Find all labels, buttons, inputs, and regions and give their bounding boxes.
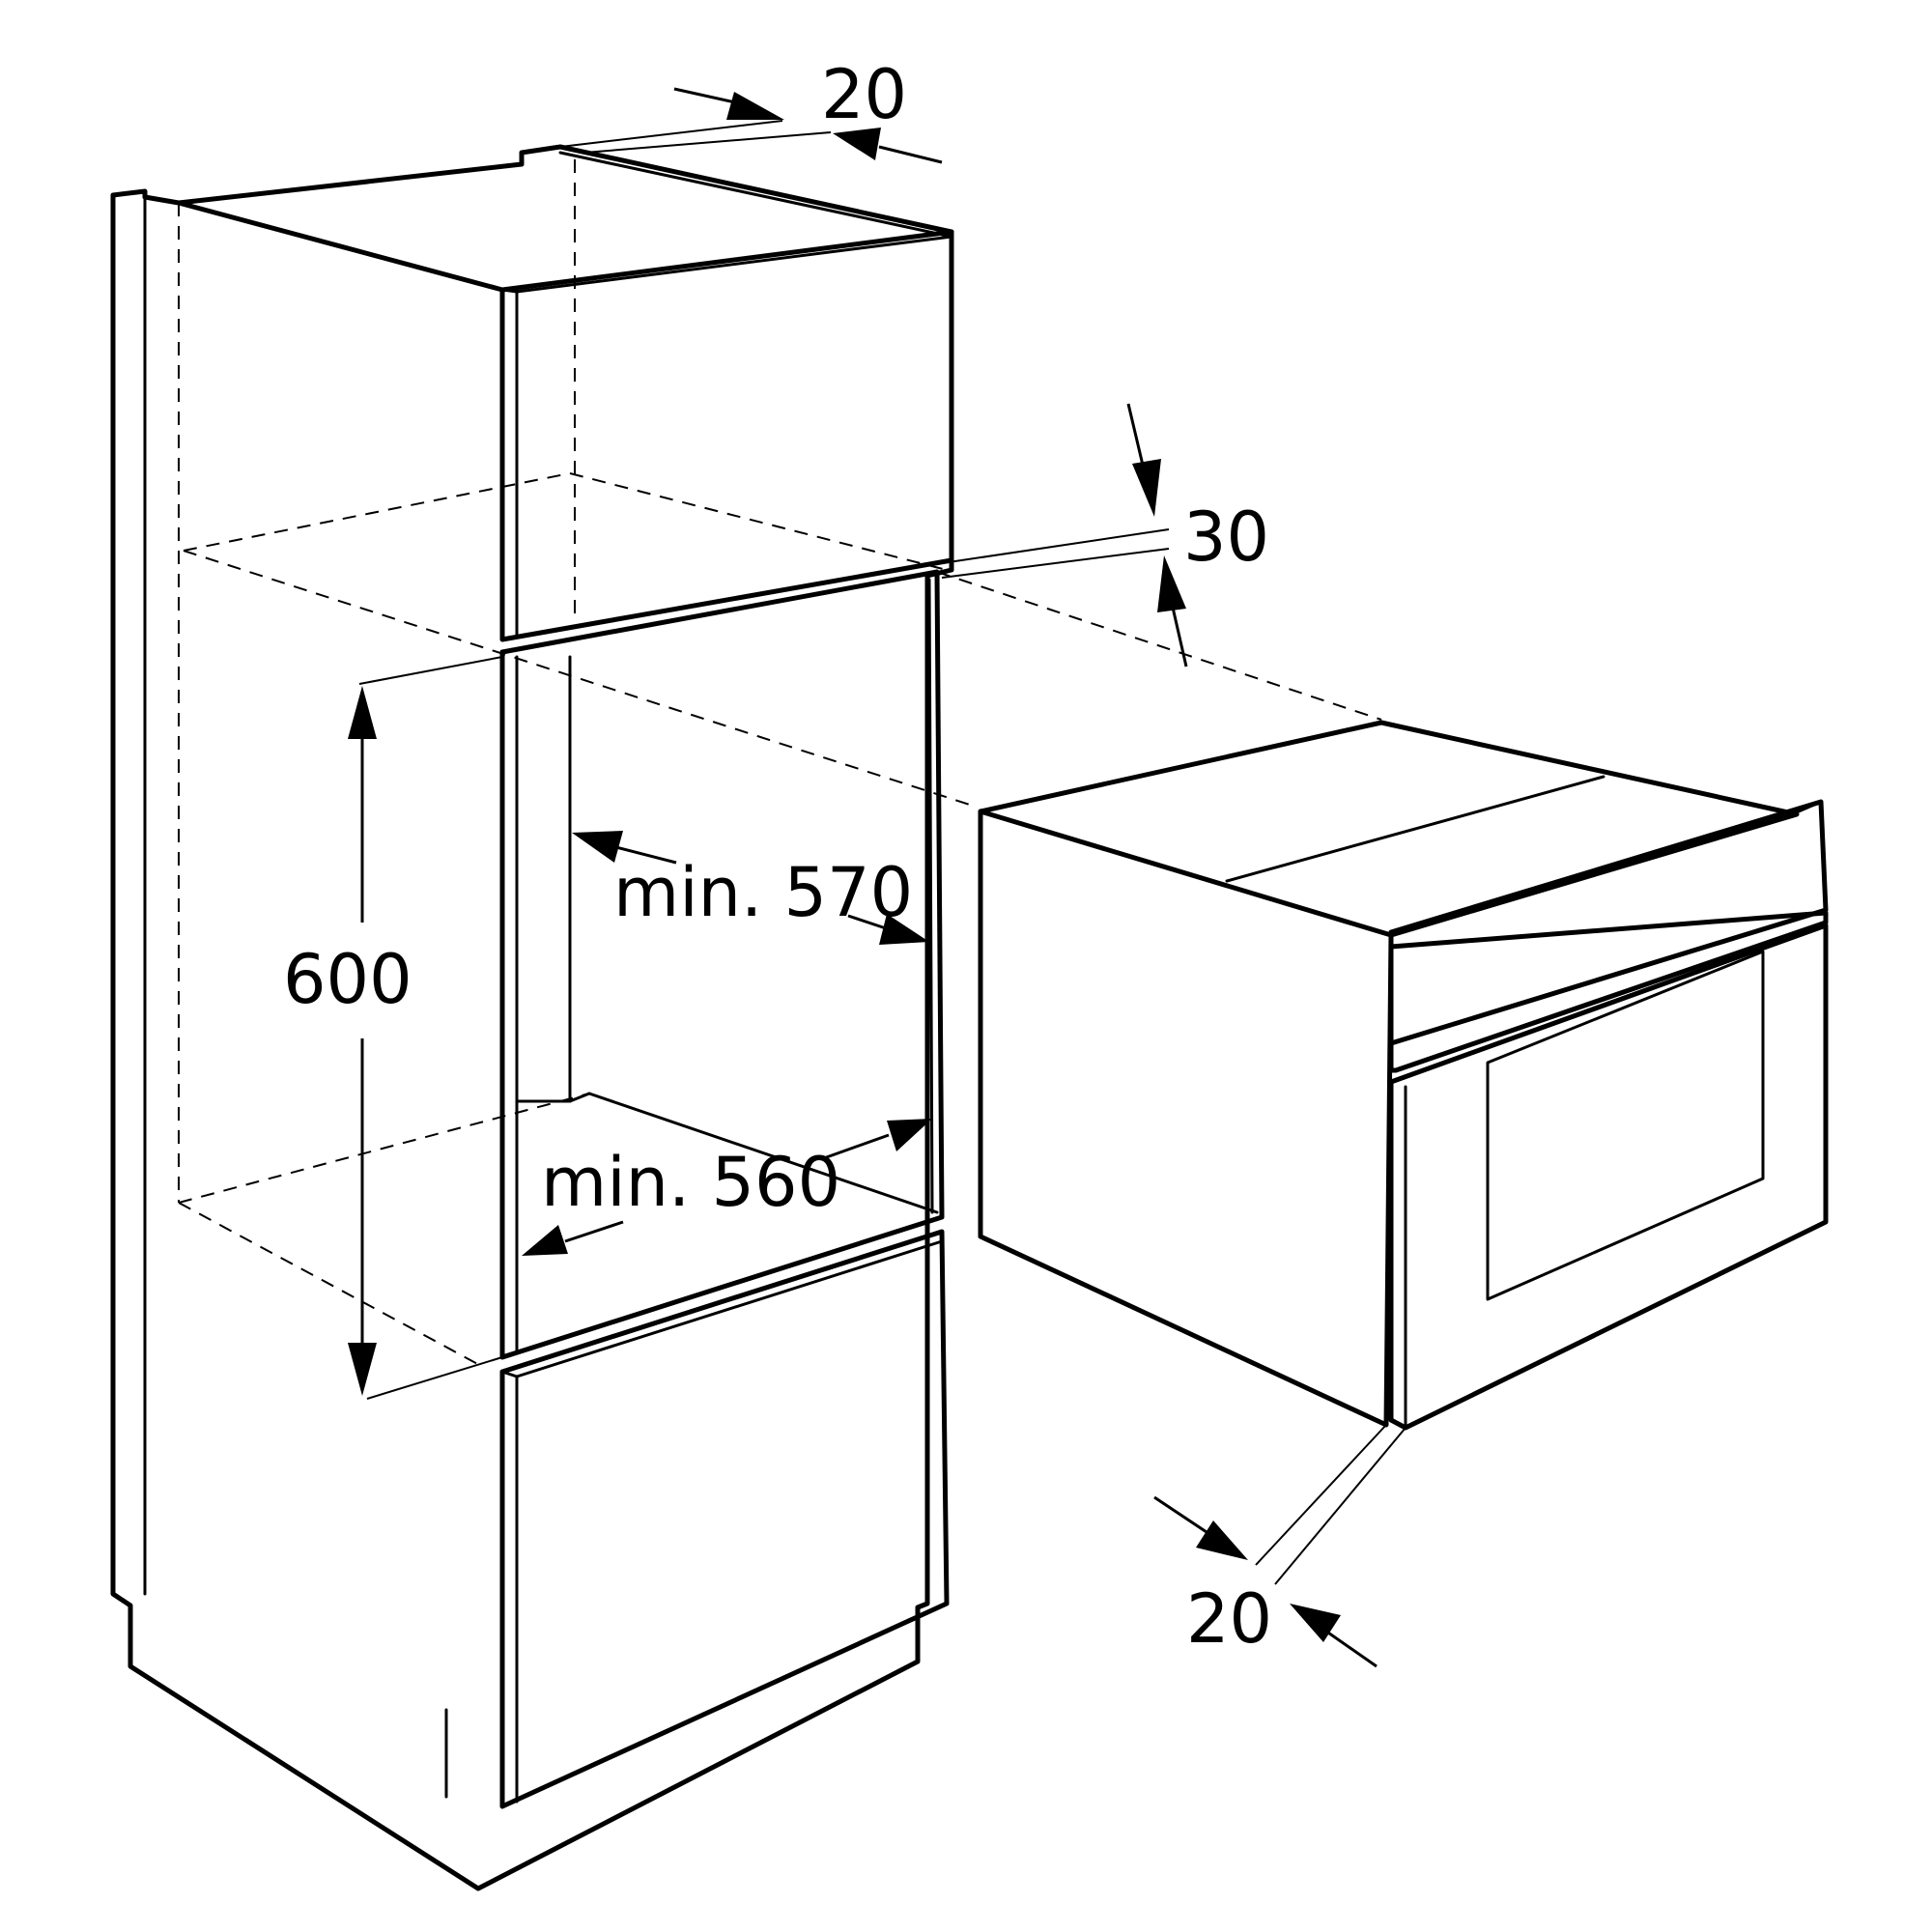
niche-depth-label: min. 560	[541, 1143, 840, 1222]
dimension-niche-depth: min. 560	[522, 1119, 932, 1256]
front-offset-arrow-top-shaft	[1153, 1495, 1213, 1538]
niche-width-arrowhead-left	[572, 831, 623, 863]
niche-frame	[499, 569, 945, 1360]
front-offset-arrowhead-top	[1196, 1520, 1248, 1560]
top-recess-ext-1	[559, 120, 783, 148]
niche-height-arrowhead-top	[348, 686, 377, 739]
front-offset-label: 20	[1186, 1579, 1272, 1659]
vent-gap-label: 30	[1183, 497, 1269, 577]
top-recess-arrowhead-right	[833, 128, 881, 160]
niche-width-arrow-right-shaft	[847, 914, 890, 931]
oven-door-window	[1486, 950, 1765, 1301]
niche-frame-right-inner	[927, 578, 934, 1214]
top-recess-arrowhead-left	[726, 92, 784, 120]
niche-inner-wall	[568, 655, 591, 1103]
vent-gap-ext-2	[941, 548, 1170, 579]
oven-trim-top	[1389, 800, 1823, 937]
cabinet	[110, 144, 1382, 1891]
oven-control-panel	[1388, 799, 1829, 1046]
upper-panel-top-bevel	[500, 235, 953, 294]
dimension-vent-gap: 30	[928, 403, 1269, 668]
lower-front-panel	[499, 1229, 950, 1809]
niche-depth-arrowhead-right	[887, 1119, 932, 1151]
vent-gap-arrowhead-top	[1132, 459, 1161, 517]
niche-depth-arrow-left-shaft	[564, 1220, 624, 1243]
niche-width-arrowhead-right	[879, 914, 929, 945]
lower-panel-top-bevel	[500, 1239, 944, 1378]
top-recess-arrow-right-shaft	[878, 145, 943, 164]
niche-height-arrowhead-bottom	[348, 1343, 377, 1396]
cabinet-top-front-edge	[176, 200, 505, 293]
hidden-lower-shelf-left	[178, 1093, 590, 1204]
front-offset-ext-1	[1255, 1424, 1387, 1566]
vent-gap-arrow-top-shaft	[1126, 403, 1147, 474]
oven-fascia-band	[1388, 910, 1829, 1073]
top-recess-ext-2	[583, 131, 832, 154]
dimension-top-recess: 20	[559, 55, 943, 164]
niche-height-label: 600	[283, 940, 412, 1019]
front-offset-ext-2	[1274, 1427, 1406, 1585]
front-offset-arrowhead-bottom	[1290, 1604, 1341, 1642]
vent-gap-ext-1	[928, 528, 1170, 566]
cabinet-top-rear-edge	[558, 151, 953, 239]
dimension-niche-height: 600	[283, 656, 503, 1400]
niche-height-ext-bottom	[366, 1356, 503, 1400]
top-recess-label: 20	[821, 55, 907, 134]
niche-height-ext-top	[358, 656, 503, 685]
oven	[978, 720, 1829, 1431]
oven-side-face	[978, 809, 1394, 1428]
cabinet-side-panel	[110, 144, 954, 1891]
vent-gap-arrowhead-bottom	[1157, 555, 1186, 612]
niche-depth-arrowhead-left	[522, 1225, 568, 1256]
oven-top-face	[978, 720, 1800, 938]
oven-top-seam	[1225, 775, 1605, 883]
niche-floor	[587, 1092, 939, 1214]
niche-depth-arrow-right-shaft	[820, 1133, 890, 1161]
dimension-front-offset: 20	[1153, 1424, 1406, 1668]
niche-width-label: min. 570	[613, 853, 913, 932]
hidden-lower-shelf-diag	[178, 1202, 484, 1368]
hidden-upper-shelf-left	[183, 472, 571, 552]
oven-door	[1388, 923, 1829, 1431]
dimension-niche-width: min. 570	[572, 831, 929, 945]
upper-front-panel	[499, 229, 954, 642]
hidden-projection-to-oven	[936, 571, 1382, 721]
niche-width-arrow-left-shaft	[608, 843, 677, 865]
hidden-upper-shelf-right	[569, 472, 948, 571]
front-offset-arrow-bottom-shaft	[1324, 1629, 1378, 1668]
